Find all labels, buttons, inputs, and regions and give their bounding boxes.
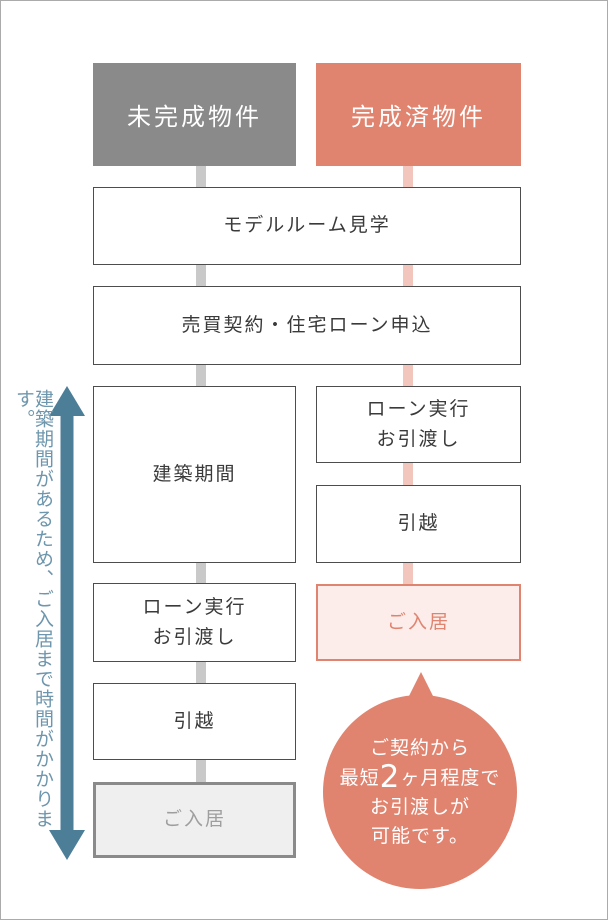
step-right-loan-handover-line2: お引渡し — [376, 427, 461, 450]
bubble-line2-number: 2 — [379, 759, 401, 796]
step-left-move-in-label: ご入居 — [162, 808, 226, 831]
bubble-line4: 可能です。 — [370, 824, 470, 847]
step-left-construction-period-label: 建築期間 — [152, 462, 237, 485]
step-left-loan-handover-line2: お引渡し — [152, 625, 237, 648]
step-right-moving: 引越 — [316, 485, 521, 563]
step-right-moving-label: 引越 — [397, 512, 440, 535]
header-unfinished-property: 未完成物件 — [93, 63, 296, 166]
connector-left-5 — [196, 662, 206, 683]
connector-left-6 — [196, 760, 206, 782]
step-right-move-in-label: ご入居 — [386, 610, 450, 633]
step-contract-loan-application: 売買契約・住宅ローン申込 — [93, 286, 521, 365]
connector-right-2 — [403, 265, 413, 286]
step-left-construction-period: 建築期間 — [93, 386, 296, 563]
step-model-room-tour-label: モデルルーム見学 — [223, 214, 391, 237]
step-right-loan-handover-line1: ローン実行 — [366, 398, 471, 421]
step-right-move-in: ご入居 — [316, 584, 521, 661]
connector-left-3 — [196, 365, 206, 386]
step-right-loan-handover: ローン実行 お引渡し — [316, 386, 521, 463]
bubble-line2-suffix: ヶ月程度で — [400, 766, 501, 789]
header-completed-property: 完成済物件 — [316, 63, 521, 166]
step-left-loan-handover: ローン実行 お引渡し — [93, 583, 296, 662]
connector-right-4 — [403, 463, 413, 485]
header-completed-property-label: 完成済物件 — [351, 103, 486, 131]
connector-left-4 — [196, 563, 206, 583]
step-left-moving-label: 引越 — [173, 709, 216, 732]
step-left-moving: 引越 — [93, 683, 296, 760]
step-model-room-tour: モデルルーム見学 — [93, 187, 521, 265]
side-note-construction-period: 建築期間があるため、ご入居まで時間がかかります。 — [13, 389, 54, 829]
connector-right-1 — [403, 166, 413, 187]
step-contract-loan-application-label: 売買契約・住宅ローン申込 — [181, 313, 433, 336]
bubble-line2-prefix: 最短 — [339, 766, 380, 789]
connector-left-2 — [196, 265, 206, 286]
connector-left-1 — [196, 166, 206, 187]
connector-right-5 — [403, 563, 413, 584]
bubble-line3: お引渡しが — [369, 796, 470, 819]
double-arrow-icon — [49, 386, 85, 860]
bubble-line1: ご契約から — [369, 736, 470, 759]
step-left-move-in: ご入居 — [93, 782, 296, 858]
step-left-loan-handover-line1: ローン実行 — [142, 596, 247, 619]
header-unfinished-property-label: 未完成物件 — [127, 103, 262, 131]
connector-right-3 — [403, 365, 413, 386]
